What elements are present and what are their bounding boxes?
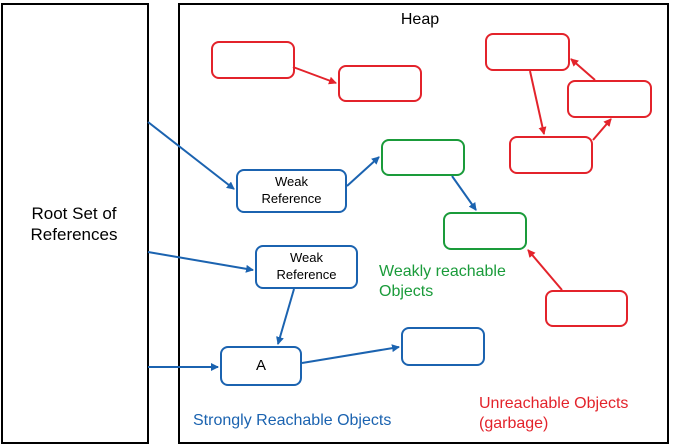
strongly-reachable-object — [401, 327, 485, 366]
root-set-panel — [1, 3, 149, 444]
weak-reference-2: Weak Reference — [255, 245, 358, 289]
root-set-label: Root Set of References — [30, 204, 118, 245]
arrow-garbage-3-to-garbage-5 — [529, 70, 547, 135]
heap-title: Heap — [400, 11, 440, 28]
arrow-garbage-4-to-garbage-3 — [570, 58, 596, 81]
arrow-garbage-5-to-garbage-4 — [592, 118, 612, 141]
arrow-garbage-6-to-weak-object — [527, 249, 563, 291]
unreachable-object-4 — [567, 80, 652, 118]
object-a: A — [220, 346, 302, 386]
weakly-reachable-object-1 — [381, 139, 465, 176]
unreachable-object-6 — [545, 290, 628, 327]
arrow-root-to-weak-ref-1 — [147, 121, 235, 190]
arrow-weak-ref-1-to-weak-object — [346, 156, 380, 187]
unreachable-object-1 — [211, 41, 295, 79]
unreachable-object-2 — [338, 65, 422, 102]
unreachable-label: Unreachable Objects (garbage) — [479, 395, 629, 432]
heap-panel — [178, 3, 669, 444]
strongly-reachable-label: Strongly Reachable Objects — [193, 412, 392, 429]
arrow-root-to-weak-ref-2 — [147, 251, 254, 273]
weak-reference-1: Weak Reference — [236, 169, 347, 213]
arrow-garbage-1-to-garbage-2 — [292, 66, 337, 85]
unreachable-object-5 — [509, 136, 593, 174]
weakly-reachable-object-2 — [443, 212, 527, 250]
arrow-object-a-to-strong-object — [301, 344, 400, 364]
arrow-weak-object-to-weak-object — [451, 175, 477, 211]
weakly-reachable-label: Weakly reachable Objects — [379, 263, 506, 300]
unreachable-object-3 — [485, 33, 570, 71]
arrow-weak-ref-2-to-object-a — [276, 288, 295, 345]
